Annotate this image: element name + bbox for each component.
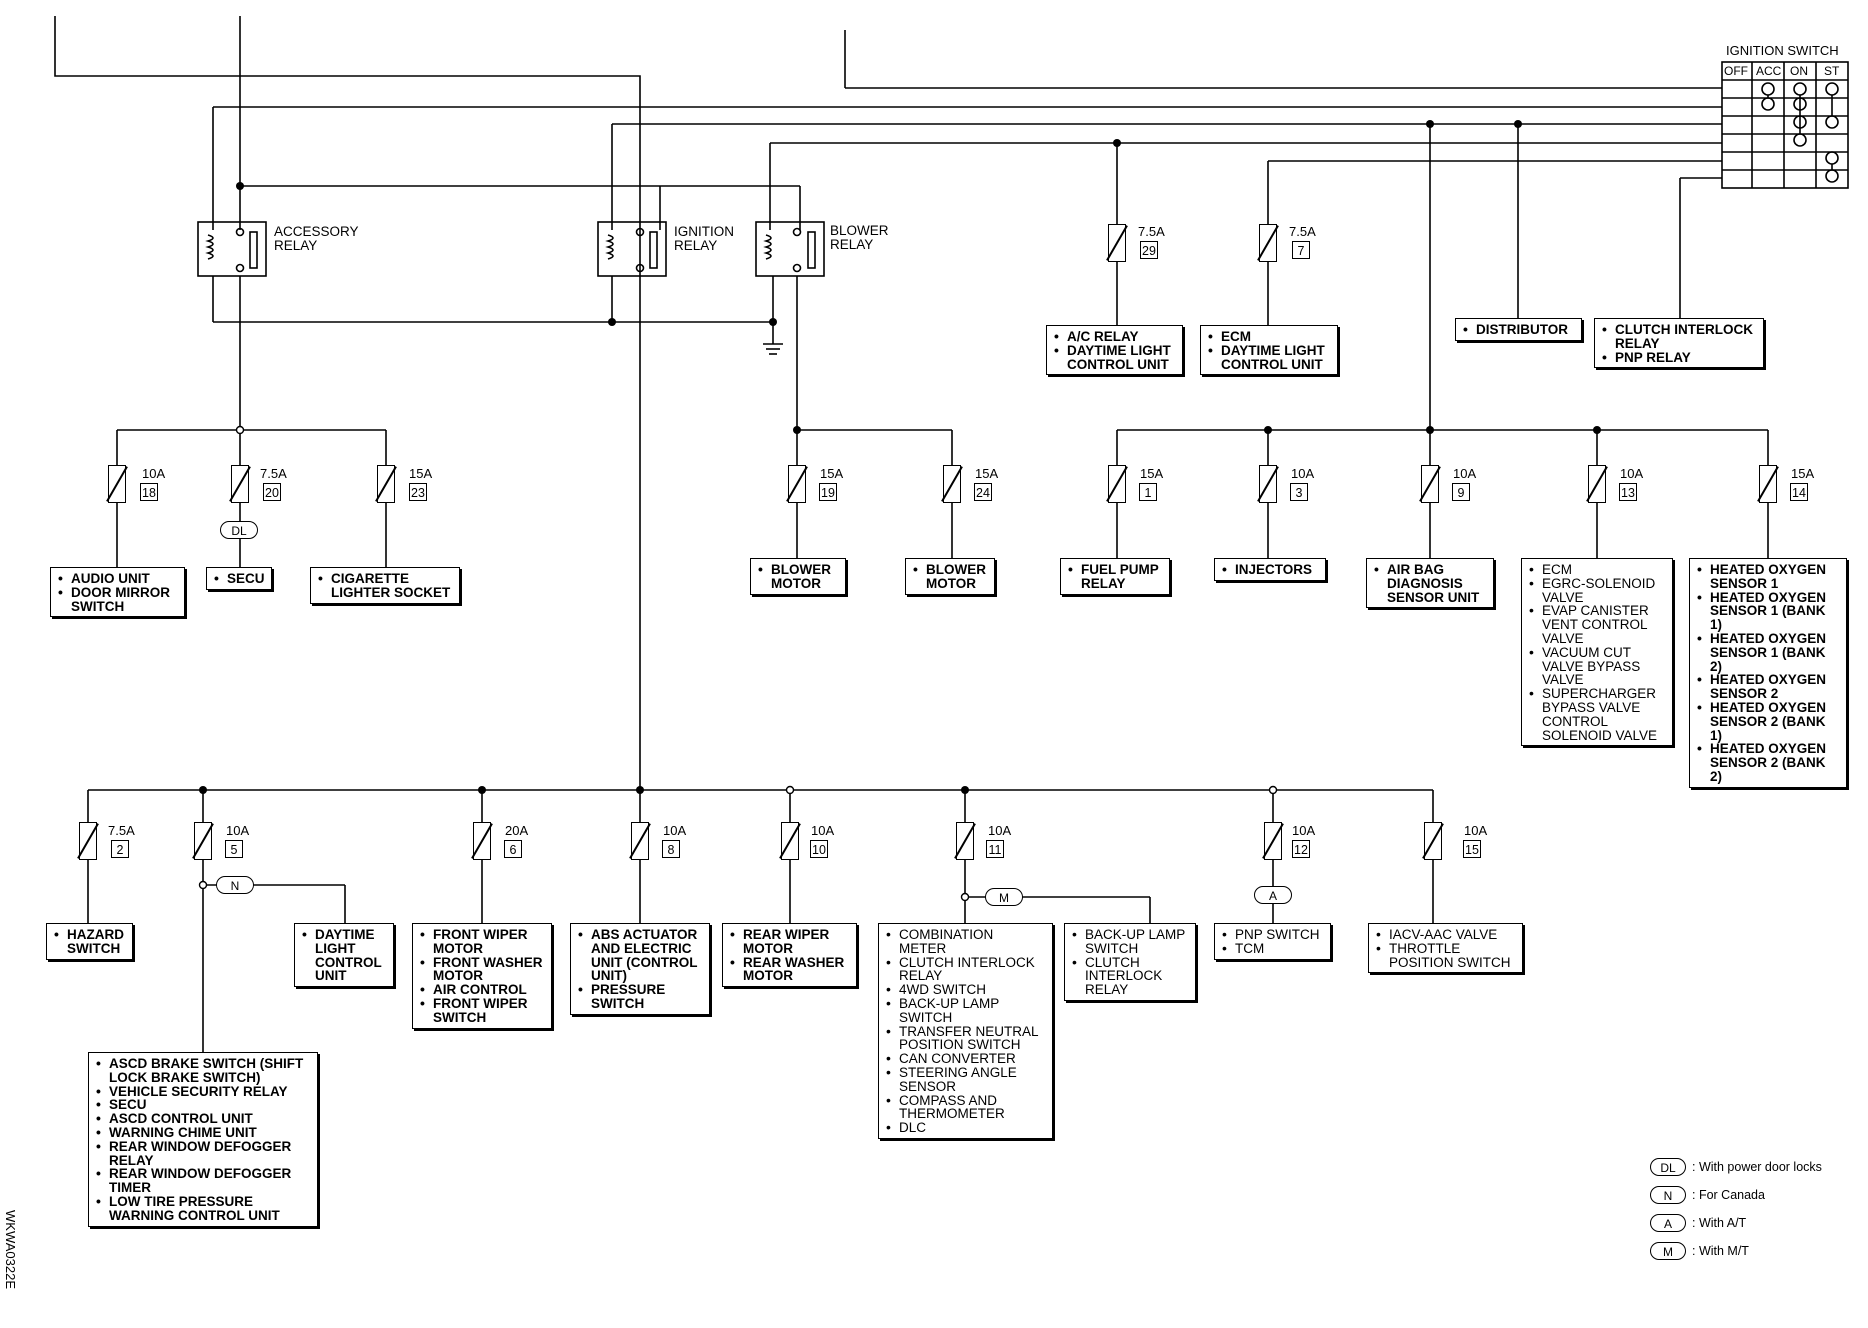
- ignition-relay-label: IGNITION RELAY: [674, 224, 734, 253]
- ign-pos-on: ON: [1790, 64, 1808, 78]
- load-box-daytime-light: DAYTIME LIGHT CONTROL UNIT: [294, 923, 394, 988]
- load-box-cigarette: CIGARETTE LIGHTER SOCKET: [310, 567, 460, 604]
- load-box-ac-relay: A/C RELAYDAYTIME LIGHT CONTROL UNIT: [1046, 325, 1183, 376]
- load-box-heated-oxygen: HEATED OXYGEN SENSOR 1HEATED OXYGEN SENS…: [1689, 558, 1847, 788]
- accessory-relay-label: ACCESSORY RELAY: [274, 224, 359, 253]
- load-box-distributor: DISTRIBUTOR: [1455, 318, 1582, 341]
- load-box-rear-wiper: REAR WIPER MOTORREAR WASHER MOTOR: [722, 923, 857, 988]
- load-box-blower-motor-1: BLOWER MOTOR: [750, 558, 846, 595]
- load-box-audio: AUDIO UNITDOOR MIRROR SWITCH: [50, 567, 185, 618]
- ign-pos-st: ST: [1824, 64, 1840, 78]
- load-box-ecm-daytime: ECMDAYTIME LIGHT CONTROL UNIT: [1200, 325, 1338, 376]
- load-box-backup-lamp: BACK-UP LAMP SWITCHCLUTCH INTERLOCK RELA…: [1064, 923, 1196, 1001]
- ign-pos-off: OFF: [1724, 64, 1748, 78]
- load-box-clutch-interlock: CLUTCH INTERLOCK RELAYPNP RELAY: [1594, 318, 1764, 369]
- blower-relay-label: BLOWER RELAY: [830, 223, 889, 252]
- load-box-injectors: INJECTORS: [1214, 558, 1326, 581]
- load-box-iacv: IACV-AAC VALVETHROTTLE POSITION SWITCH: [1368, 923, 1523, 974]
- load-box-pnp-switch: PNP SWITCHTCM: [1214, 923, 1331, 960]
- load-box-front-wiper: FRONT WIPER MOTORFRONT WASHER MOTORAIR C…: [412, 923, 552, 1029]
- figure-id: WKWA0322E: [3, 1210, 18, 1289]
- load-box-hazard: HAZARD SWITCH: [46, 923, 133, 960]
- option-a-marker: A: [1254, 886, 1292, 904]
- option-dl-marker: DL: [220, 521, 258, 539]
- load-box-fuel-pump: FUEL PUMP RELAY: [1060, 558, 1170, 595]
- load-box-combination-meter: COMBINATION METERCLUTCH INTERLOCK RELAY4…: [878, 923, 1053, 1139]
- option-m-marker: M: [985, 888, 1023, 906]
- option-n-marker: N: [216, 876, 254, 894]
- load-box-ascd: ASCD BRAKE SWITCH (SHIFT LOCK BRAKE SWIT…: [88, 1052, 318, 1227]
- ign-pos-acc: ACC: [1756, 64, 1782, 78]
- load-box-secu: SECU: [206, 567, 272, 590]
- load-box-airbag: AIR BAG DIAGNOSIS SENSOR UNIT: [1366, 558, 1494, 609]
- ignition-switch-title: IGNITION SWITCH: [1726, 43, 1839, 58]
- load-box-ecm-valves: ECMEGRC-SOLENOID VALVEEVAP CANISTER VENT…: [1521, 558, 1673, 747]
- load-box-abs-actuator: ABS ACTUATOR AND ELECTRIC UNIT (CONTROL …: [570, 923, 710, 1015]
- load-box-blower-motor-2: BLOWER MOTOR: [905, 558, 995, 595]
